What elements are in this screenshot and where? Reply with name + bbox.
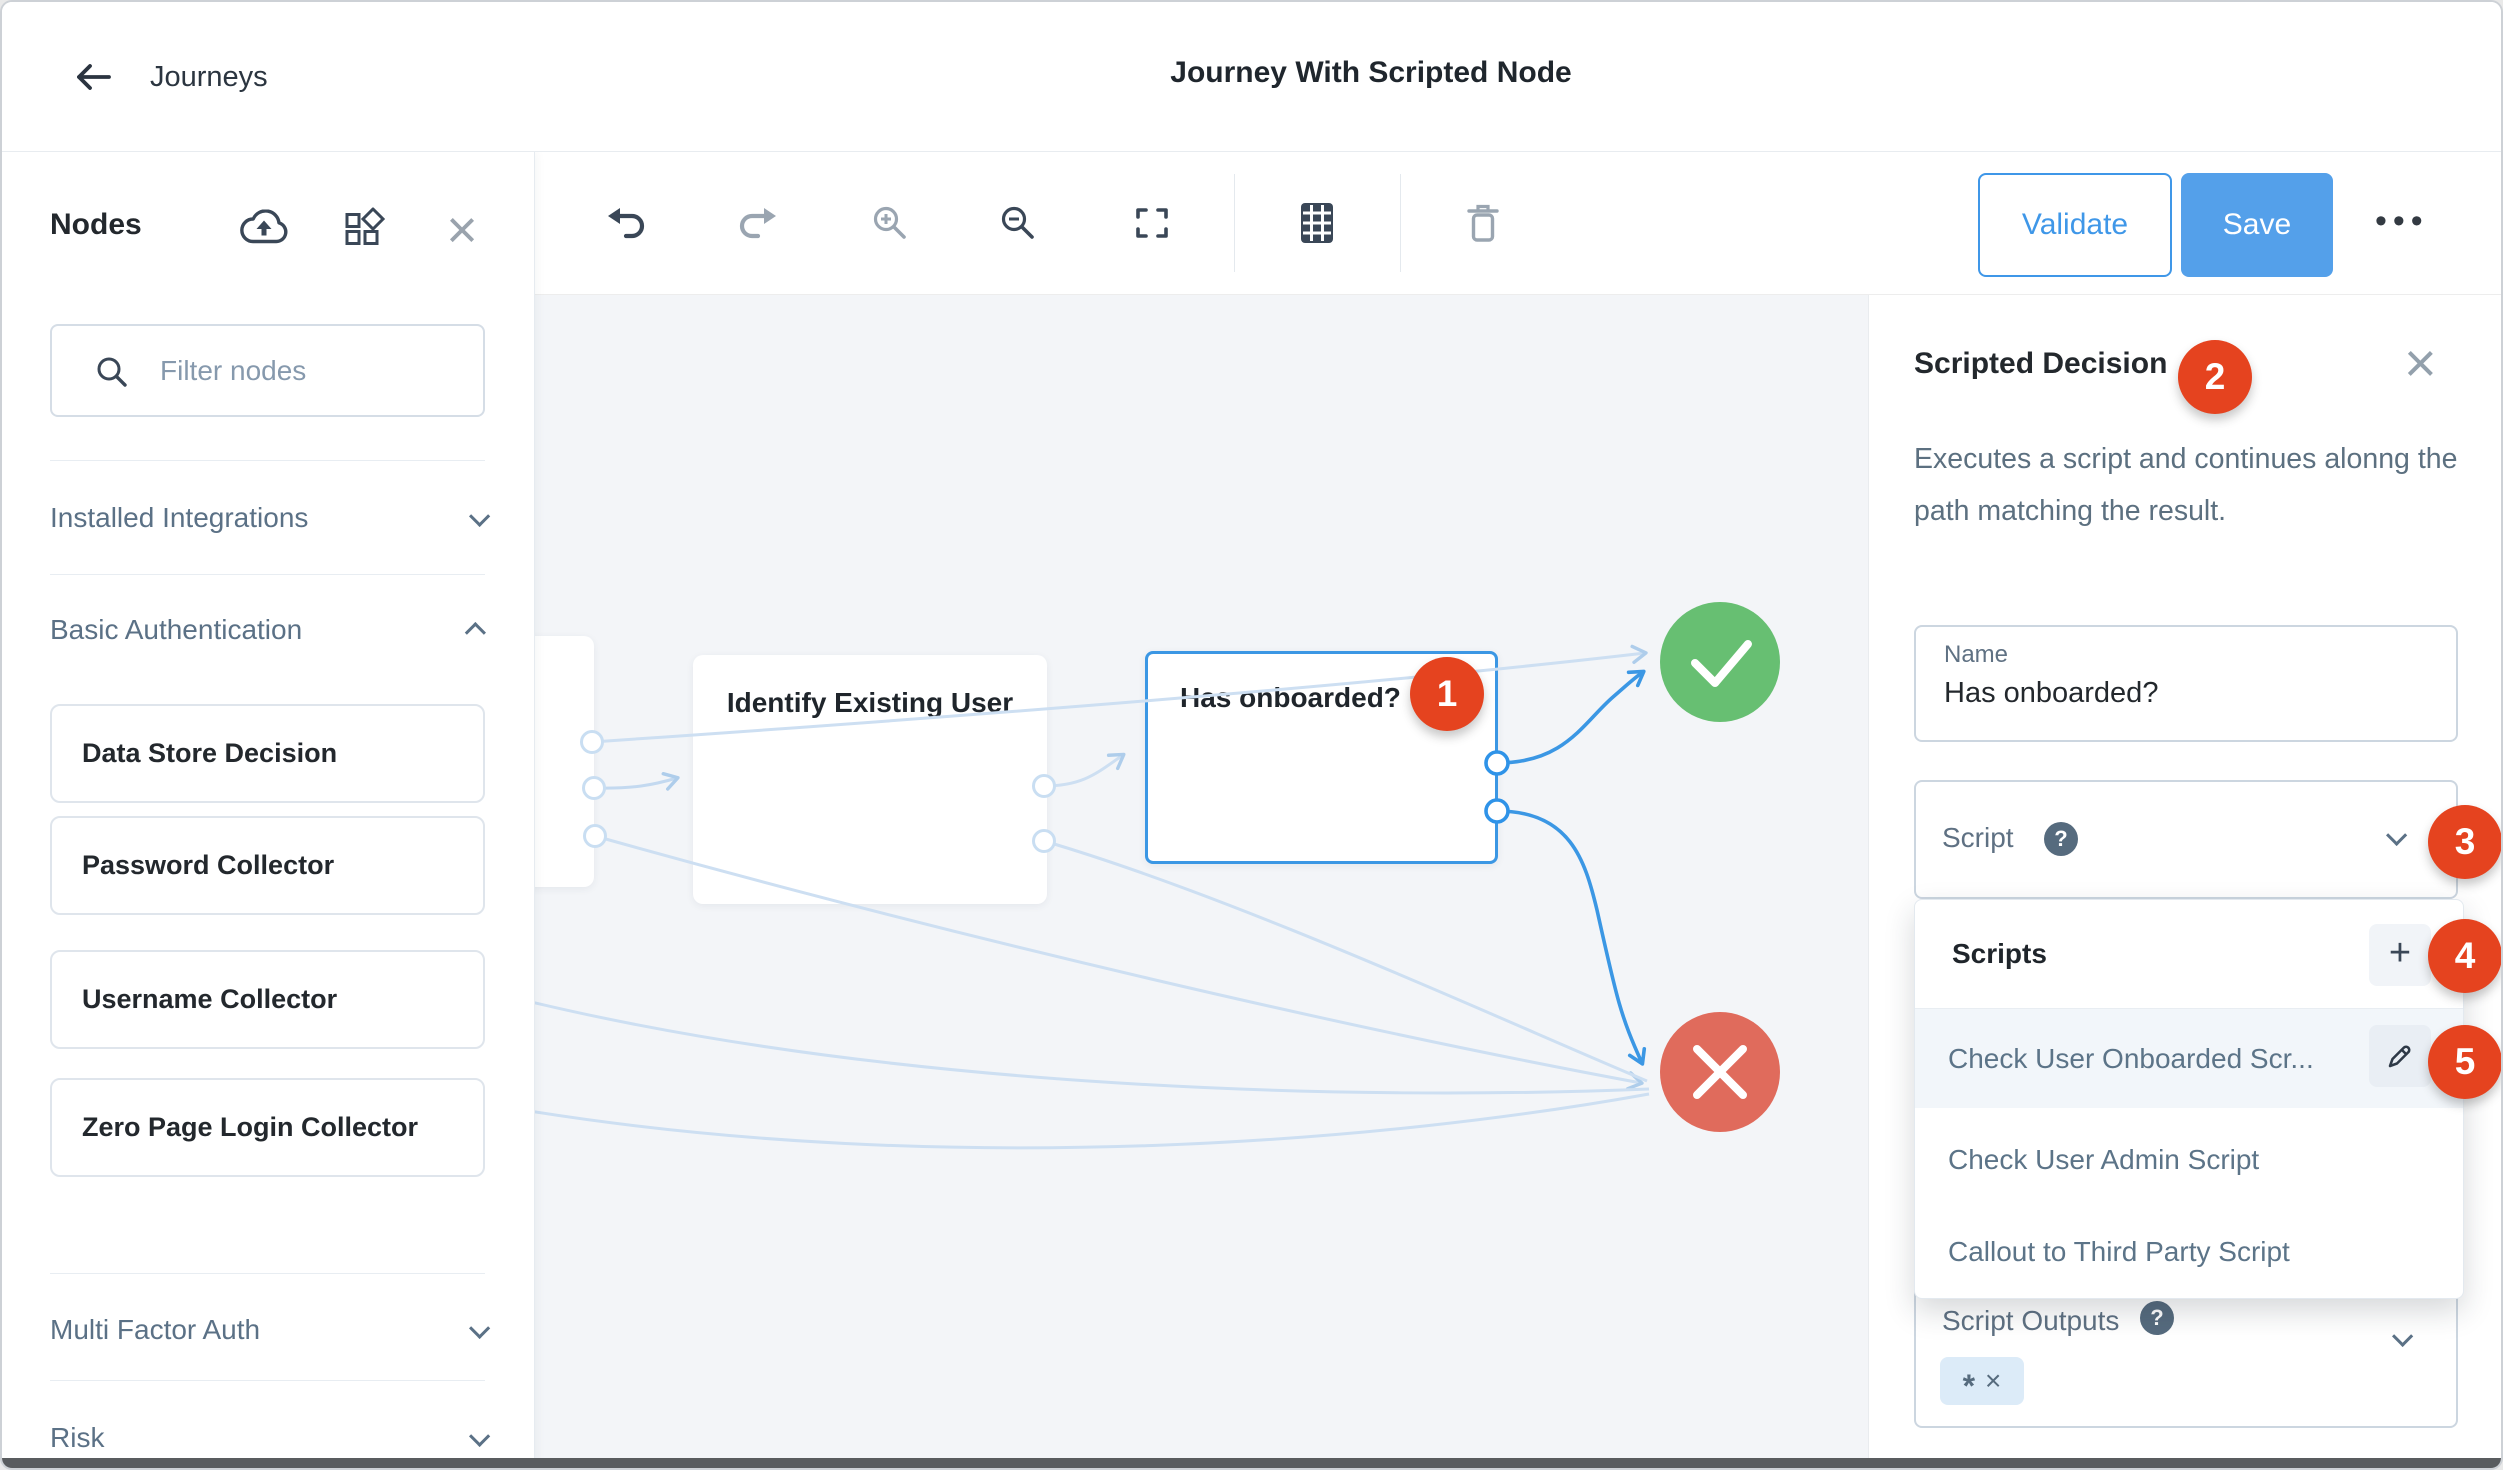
flow-node-identify-existing-user[interactable]: Identify Existing User — [693, 655, 1047, 904]
page-title: Journey With Scripted Node — [1170, 56, 1572, 89]
filter-nodes-input[interactable] — [160, 326, 470, 415]
marketplace-button[interactable] — [343, 206, 386, 253]
pencil-icon — [2388, 1045, 2411, 1068]
save-button[interactable]: Save — [2181, 173, 2333, 277]
node-title: Identify Existing User — [726, 687, 1014, 718]
name-field: Name — [1914, 625, 2458, 742]
back-button[interactable] — [72, 58, 116, 96]
validate-button[interactable]: Validate — [1978, 173, 2172, 277]
scripts-dropdown-header: Scripts + — [1915, 900, 2463, 1009]
marketplace-icon — [345, 206, 386, 245]
flow-node-partial[interactable] — [535, 636, 594, 887]
delete-icon — [1467, 204, 1499, 242]
name-field-label: Name — [1944, 641, 2009, 668]
zoom-out-button[interactable] — [999, 204, 1037, 242]
callout-badge-1: 1 — [1410, 657, 1484, 731]
undo-button[interactable] — [606, 205, 650, 241]
edge-false[interactable] — [1496, 809, 1647, 1066]
app-header: Journeys Journey With Scripted Node — [2, 2, 2501, 152]
delete-button[interactable] — [1467, 203, 1499, 243]
node-card-username-collector[interactable]: Username Collector — [50, 950, 485, 1049]
plus-icon: + — [2388, 931, 2412, 974]
help-icon[interactable]: ? — [2140, 1301, 2174, 1335]
back-arrow-icon — [77, 64, 111, 90]
close-icon[interactable]: × — [2404, 331, 2437, 394]
node-description: Executes a script and continues alonng t… — [1914, 443, 2458, 527]
edge[interactable] — [593, 771, 680, 791]
script-option[interactable]: Check User Admin Script — [1948, 1143, 2260, 1175]
chip-remove-icon[interactable]: × — [1985, 1365, 2002, 1396]
divider — [50, 1380, 485, 1381]
callout-badge-5: 5 — [2428, 1025, 2501, 1099]
edge[interactable] — [535, 1000, 1650, 1095]
zoom-in-button[interactable] — [871, 204, 909, 242]
journey-canvas[interactable]: ue lse ror Identify Existing User True F… — [535, 295, 1868, 1468]
callout-badge-4: 4 — [2428, 919, 2501, 993]
sidebar-section-installed-integrations[interactable]: Installed Integrations — [50, 488, 491, 548]
more-icon[interactable]: ••• — [2375, 202, 2429, 240]
script-select[interactable]: Script ? — [1914, 780, 2458, 899]
cloud-upload-icon — [240, 209, 288, 244]
edge[interactable] — [1043, 839, 1648, 1083]
redo-button[interactable] — [734, 205, 778, 241]
toolbar-divider — [1234, 174, 1235, 272]
chevron-down-icon — [469, 1317, 491, 1339]
sidebar-title: Nodes — [50, 208, 142, 241]
sidebar-section-multi-factor-auth[interactable]: Multi Factor Auth — [50, 1300, 491, 1360]
close-icon[interactable]: × — [446, 200, 478, 260]
filter-nodes-box — [50, 324, 485, 417]
grid-icon — [1301, 203, 1333, 243]
scripts-header-label: Scripts — [1952, 938, 2047, 969]
node-card-zero-page-login-collector[interactable]: Zero Page Login Collector — [50, 1078, 485, 1177]
callout-badge-2: 2 — [2178, 340, 2252, 414]
cloud-upload-button[interactable] — [239, 209, 289, 251]
chevron-down-icon — [469, 505, 491, 527]
fit-view-icon — [1136, 208, 1168, 238]
edge[interactable] — [1043, 752, 1126, 788]
divider — [50, 1273, 485, 1274]
divider — [50, 460, 485, 461]
script-select-label: Script — [1942, 822, 2014, 853]
node-card-password-collector[interactable]: Password Collector — [50, 816, 485, 915]
chevron-down-icon — [2392, 1325, 2414, 1347]
edge[interactable] — [535, 1092, 1650, 1150]
panel-title: Scripted Decision — [1914, 347, 2168, 380]
divider — [50, 574, 485, 575]
failure-node[interactable] — [1660, 1012, 1780, 1132]
fit-view-button[interactable] — [1133, 204, 1171, 242]
breadcrumb[interactable]: Journeys — [150, 61, 268, 93]
script-option[interactable]: Callout to Third Party Script — [1948, 1235, 2290, 1267]
redo-icon — [739, 208, 776, 239]
chevron-down-icon — [2386, 824, 2408, 846]
edge-true[interactable] — [1496, 669, 1646, 765]
success-node[interactable] — [1660, 602, 1780, 722]
chip-value: * — [1962, 1367, 1976, 1404]
script-outputs-field[interactable]: Script Outputs ? * × — [1914, 1285, 2458, 1428]
sidebar-section-risk[interactable]: Risk — [50, 1408, 491, 1468]
nodes-sidebar: Nodes × Installed Integrati — [2, 152, 535, 1468]
node-config-panel: Scripted Decision 2 × Executes a script … — [1868, 295, 2501, 1468]
sidebar-section-basic-authentication[interactable]: Basic Authentication — [50, 600, 486, 660]
search-icon — [97, 357, 127, 387]
window-bottom-edge — [2, 1458, 2501, 1468]
help-icon[interactable]: ? — [2044, 822, 2078, 856]
zoom-out-icon — [1001, 206, 1034, 239]
toolbar-divider — [1400, 174, 1401, 272]
output-chip: * × — [1940, 1357, 2024, 1405]
canvas-toolbar: Validate Save ••• — [535, 152, 2501, 295]
zoom-in-icon — [873, 206, 906, 239]
node-card-data-store-decision[interactable]: Data Store Decision — [50, 704, 485, 803]
name-input[interactable] — [1944, 677, 2424, 710]
add-script-button[interactable]: + — [2369, 924, 2431, 986]
edit-script-button[interactable] — [2369, 1025, 2431, 1087]
grid-button[interactable] — [1300, 202, 1334, 244]
scripts-dropdown: Scripts + Check User Onboarded Scr... Ch… — [1914, 899, 2464, 1299]
chevron-down-icon — [469, 1425, 491, 1447]
undo-icon — [608, 208, 645, 239]
callout-badge-3: 3 — [2428, 805, 2501, 879]
node-title: Has onboarded? — [1180, 682, 1401, 713]
chevron-up-icon — [464, 621, 486, 643]
script-option-selected[interactable]: Check User Onboarded Scr... — [1915, 1009, 2463, 1108]
script-outputs-label: Script Outputs — [1942, 1305, 2120, 1336]
